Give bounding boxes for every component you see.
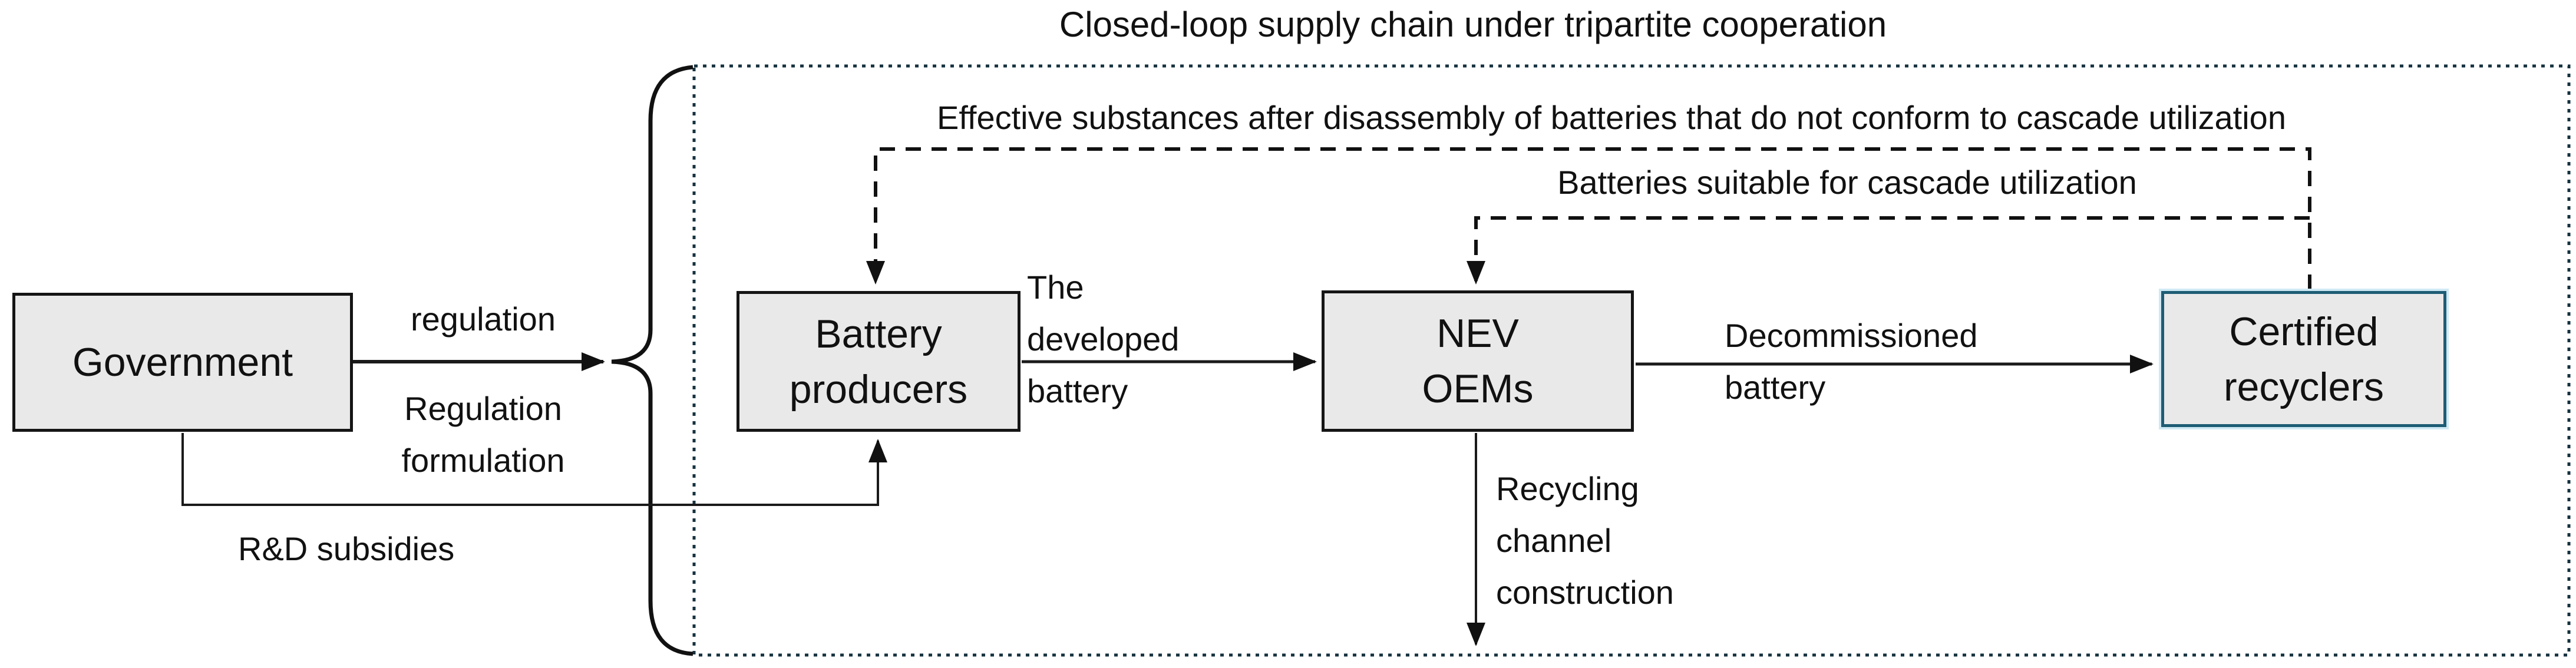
label-recycling-channel: Recycling channel construction xyxy=(1496,470,1674,611)
group-brace xyxy=(611,65,693,656)
node-government: Government xyxy=(12,293,353,432)
node-nev-oems-label: NEV OEMs xyxy=(1422,311,1534,411)
arrow-rd-subsidies xyxy=(181,433,887,506)
label-decommissioned-battery: Decommissioned battery xyxy=(1725,317,1978,406)
diagram-title: Closed-loop supply chain under tripartit… xyxy=(1059,5,1887,44)
closed-loop-boundary xyxy=(692,64,2571,657)
node-battery-producers-label: Battery producers xyxy=(789,311,968,412)
label-rd-subsidies: R&D subsidies xyxy=(238,530,455,567)
node-government-label: Government xyxy=(72,340,293,385)
dashed-arrow-cascade-batteries xyxy=(1467,216,2310,285)
label-cascade-batteries: Batteries suitable for cascade utilizati… xyxy=(1557,164,2137,201)
label-regulation: regulation xyxy=(411,300,556,338)
label-effective-substances: Effective substances after disassembly o… xyxy=(937,99,2286,136)
node-battery-producers: Battery producers xyxy=(737,291,1021,432)
node-certified-recyclers-label: Certified recyclers xyxy=(2223,309,2385,409)
label-regulation-formulation: Regulation formulation xyxy=(401,390,565,479)
node-nev-oems: NEV OEMs xyxy=(1322,290,1634,432)
label-developed-battery: The developed battery xyxy=(1027,269,1180,409)
node-certified-recyclers: Certified recyclers xyxy=(2161,291,2446,427)
dashed-arrow-effective-substances xyxy=(866,147,2311,290)
